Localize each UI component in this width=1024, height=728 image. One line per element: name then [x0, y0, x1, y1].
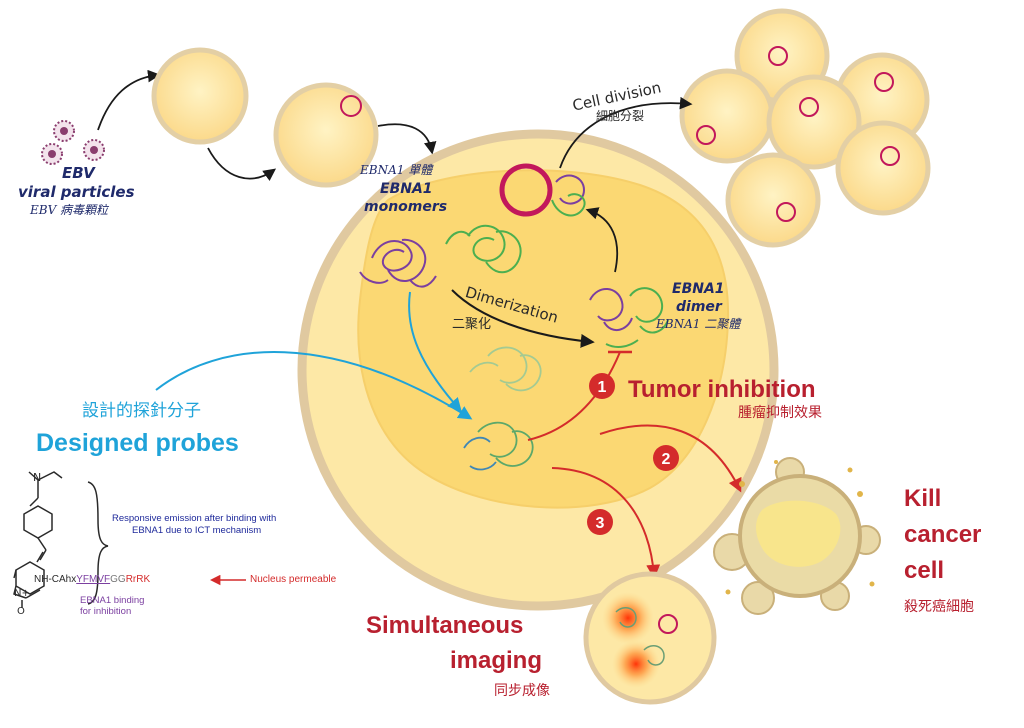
- chem-atom-nplus: N+: [14, 588, 30, 599]
- viral-particles: [41, 120, 105, 165]
- step-badge-3: 3: [587, 509, 613, 535]
- arrow-infection-1: [97, 69, 161, 131]
- dimer-label-line1: EBNA1: [672, 281, 725, 297]
- virus-icon: [53, 120, 75, 142]
- chem-atom-n: N: [33, 471, 42, 484]
- step-number: 3: [596, 515, 605, 532]
- chem-seq-gray: GG: [110, 574, 126, 585]
- cell-division-label-zh: 細胞分裂: [596, 109, 645, 123]
- nucleus: [357, 169, 730, 509]
- step-number: 2: [662, 451, 671, 468]
- tumor-inhibition-label: Tumor inhibition: [628, 376, 816, 403]
- monomers-label-line1: EBNA1: [380, 181, 433, 197]
- kill-label-line3: cell: [904, 557, 945, 584]
- step-badge-1: 1: [589, 373, 615, 399]
- imaging-label-line2: imaging: [450, 647, 543, 674]
- arrow-inhibition: [527, 351, 621, 441]
- monomers-label-line2: monomers: [364, 199, 448, 215]
- chem-peptide-sequence: NH-CAhxYFMVFGGRrRK: [34, 574, 150, 585]
- host-cell-1: [151, 47, 249, 145]
- arrow-probe-entry: [155, 351, 473, 420]
- chem-atom-o: O: [17, 606, 25, 617]
- tumor-inhibition-label-zh: 腫瘤抑制效果: [738, 405, 822, 421]
- kill-label-zh: 殺死癌細胞: [904, 599, 974, 615]
- arrow-cell-division: [559, 96, 693, 169]
- dimer-label-line2: dimer: [676, 299, 722, 315]
- arrow-dimer-to-episome: [585, 207, 619, 273]
- probe-bound-protein-upper: [469, 346, 542, 392]
- responsive-emission-line1: Responsive emission after binding with: [112, 513, 277, 524]
- chem-seq-purple: YFMVF: [76, 574, 111, 585]
- probe-bound-protein-lower: [463, 421, 534, 471]
- protein-dimer: [589, 287, 669, 348]
- kill-label-line1: Kill: [904, 485, 942, 512]
- protein-episome-bound: [551, 174, 586, 217]
- dimer-label-zh: EBNA1 二聚體: [656, 317, 741, 331]
- episome-nucleus: [499, 163, 553, 217]
- probes-label-en: Designed probes: [36, 429, 239, 457]
- dying-cell: [713, 457, 881, 615]
- step-number: 1: [598, 379, 607, 396]
- step-badge-2: 2: [653, 445, 679, 471]
- protein-monomer-purple: [359, 238, 437, 288]
- chem-prefix: NH-CAhx: [34, 574, 77, 585]
- ebv-label-line2: viral particles: [18, 183, 135, 201]
- nucleus-permeable-label: Nucleus permeable: [250, 574, 337, 585]
- ebv-label-zh: EBV 病毒顆粒: [30, 203, 109, 217]
- virus-icon: [41, 143, 63, 165]
- arrow-infection-3: [377, 123, 437, 155]
- imaging-cell: [583, 571, 717, 705]
- arrow-imaging: [551, 467, 661, 579]
- arrow-monomer-to-probe: [408, 291, 462, 413]
- protein-monomer-green: [445, 225, 522, 274]
- probes-label-zh: 設計的探針分子: [82, 401, 201, 421]
- imaging-label-line1: Simultaneous: [366, 612, 524, 639]
- episome-ring: [340, 95, 362, 117]
- ebna1-binding-line1: EBNA1 binding: [80, 595, 145, 606]
- kill-label-line2: cancer: [904, 521, 982, 548]
- virus-icon: [83, 139, 105, 161]
- imaging-label-zh: 同步成像: [494, 683, 550, 699]
- dividing-cells: [679, 8, 931, 248]
- ebv-label-line1: EBV: [62, 164, 95, 182]
- dimerization-label-zh: 二聚化: [452, 317, 492, 332]
- arrow-infection-2: [207, 147, 277, 182]
- host-cell-2: [273, 82, 379, 188]
- chem-seq-red: RrRK: [125, 574, 151, 585]
- arrow-kill: [599, 424, 742, 493]
- monomers-label-zh: EBNA1 單體: [360, 163, 433, 177]
- arrow-dimerization: [451, 289, 595, 348]
- ebna1-binding-line2: for inhibition: [80, 606, 132, 617]
- probe-chemical-structure: [13, 471, 109, 608]
- responsive-emission-line2: EBNA1 due to ICT mechanism: [132, 525, 262, 536]
